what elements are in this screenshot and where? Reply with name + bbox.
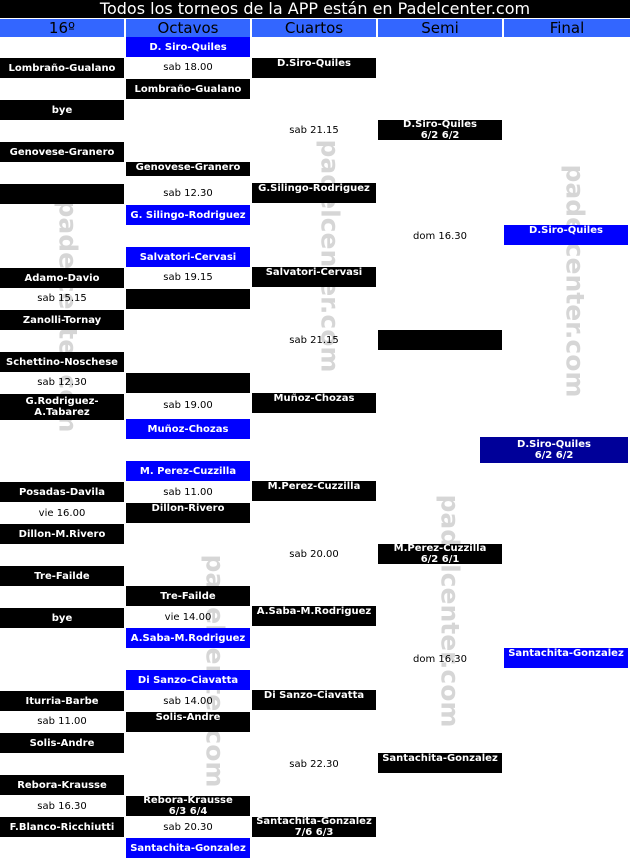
octavos-match-time: sab 20.30 bbox=[163, 822, 213, 833]
semi-team: D.Siro-Quiles 6/2 6/2 bbox=[378, 119, 502, 141]
cuartos-team: Salvatori-Cervasi bbox=[252, 267, 376, 287]
champion-cell: D.Siro-Quiles 6/2 6/2 bbox=[480, 437, 628, 463]
r16-team: G.Rodriguez- A.Tabarez bbox=[0, 394, 124, 420]
cuartos-team: Di Sanzo-Ciavatta bbox=[252, 690, 376, 710]
r16-team: F.Blanco-Ricchiutti bbox=[0, 817, 124, 837]
octavos-team: Tre-Failde bbox=[126, 586, 250, 606]
semi-match-time: dom 16.30 bbox=[412, 231, 467, 242]
r16-team bbox=[0, 184, 124, 204]
semi-team: Santachita-Gonzalez bbox=[378, 753, 502, 773]
r16-team: Schettino-Noschese bbox=[0, 352, 124, 372]
octavos-team: M. Perez-Cuzzilla bbox=[126, 461, 250, 481]
r16-match-time: sab 16.30 bbox=[37, 801, 87, 812]
r16-team: bye bbox=[0, 100, 124, 120]
semi-score: 6/2 6/2 bbox=[420, 130, 460, 141]
octavos-match-time: vie 14.00 bbox=[164, 612, 212, 623]
octavos-team: Lombraño-Gualano bbox=[126, 79, 250, 99]
r16-team: Iturria-Barbe bbox=[0, 691, 124, 711]
column-header-semi: Semi bbox=[378, 19, 502, 37]
r16-team: Lombraño-Gualano bbox=[0, 58, 124, 78]
octavos-team: Di Sanzo-Ciavatta bbox=[126, 670, 250, 690]
octavos-team: Solis-Andre bbox=[126, 712, 250, 732]
r16-team: Rebora-Krausse bbox=[0, 775, 124, 795]
semi-team-name: D.Siro-Quiles bbox=[403, 119, 477, 130]
semi-team: M.Perez-Cuzzilla 6/2 6/1 bbox=[378, 543, 502, 565]
octavos-match-time: sab 11.00 bbox=[163, 487, 213, 498]
r16-team: Posadas-Davila bbox=[0, 482, 124, 502]
r16-team: Tre-Failde bbox=[0, 566, 124, 586]
cuartos-match-time: sab 22.30 bbox=[289, 759, 339, 770]
octavos-team: G. Silingo-Rodriguez bbox=[126, 205, 250, 225]
watermark-4: padelcenter.com bbox=[435, 494, 465, 728]
cuartos-team: M.Perez-Cuzzilla bbox=[252, 481, 376, 501]
r16-team: bye bbox=[0, 608, 124, 628]
octavos-team bbox=[126, 289, 250, 309]
column-header-cuartos: Cuartos bbox=[252, 19, 376, 37]
r16-team: Dillon-M.Rivero bbox=[0, 524, 124, 544]
semi-team-name: M.Perez-Cuzzilla bbox=[393, 543, 487, 554]
r16-match-time: vie 16.00 bbox=[38, 508, 86, 519]
octavos-match-time: sab 12.30 bbox=[163, 188, 213, 199]
column-header-16: 16º bbox=[0, 19, 124, 37]
octavos-team bbox=[126, 373, 250, 393]
octavos-score: 6/3 6/4 bbox=[168, 806, 208, 817]
r16-match-time: sab 15.15 bbox=[37, 293, 87, 304]
r16-team: Solis-Andre bbox=[0, 733, 124, 753]
cuartos-team-name: Santachita-Gonzalez bbox=[256, 816, 372, 827]
cuartos-match-time: sab 21.15 bbox=[289, 125, 339, 136]
octavos-team: Dillon-Rivero bbox=[126, 503, 250, 523]
watermark-5: padelcenter.com bbox=[560, 164, 590, 398]
cuartos-team: G.Silingo-Rodriguez bbox=[252, 183, 376, 203]
semi-score: 6/2 6/1 bbox=[420, 554, 460, 565]
octavos-team: Muñoz-Chozas bbox=[126, 419, 250, 439]
octavos-match-time: sab 14.00 bbox=[163, 696, 213, 707]
octavos-match-time: sab 18.00 bbox=[163, 62, 213, 73]
cuartos-team: A.Saba-M.Rodriguez bbox=[252, 606, 376, 626]
octavos-team: Genovese-Granero bbox=[126, 162, 250, 176]
column-header-final: Final bbox=[504, 19, 630, 37]
final-team: D.Siro-Quiles bbox=[504, 225, 628, 245]
cuartos-team: Muñoz-Chozas bbox=[252, 393, 376, 413]
final-team: Santachita-Gonzalez bbox=[504, 648, 628, 668]
cuartos-match-time: sab 20.00 bbox=[289, 549, 339, 560]
r16-match-time: sab 12.30 bbox=[37, 377, 87, 388]
octavos-team: Rebora-Krausse 6/3 6/4 bbox=[126, 795, 250, 817]
semi-match-time: dom 16.30 bbox=[412, 654, 467, 665]
r16-team: Genovese-Granero bbox=[0, 142, 124, 162]
octavos-team: Santachita-Gonzalez bbox=[126, 838, 250, 858]
cuartos-match-time: sab 21.15 bbox=[289, 335, 339, 346]
semi-team bbox=[378, 330, 502, 350]
octavos-team: Salvatori-Cervasi bbox=[126, 247, 250, 267]
cuartos-team: Santachita-Gonzalez 7/6 6/3 bbox=[252, 816, 376, 838]
champion-score: 6/2 6/2 bbox=[534, 450, 574, 461]
octavos-match-time: sab 19.00 bbox=[163, 400, 213, 411]
r16-team: Zanolli-Tornay bbox=[0, 310, 124, 330]
column-header-octavos: Octavos bbox=[126, 19, 250, 37]
cuartos-score: 7/6 6/3 bbox=[294, 827, 334, 838]
r16-match-time: sab 11.00 bbox=[37, 716, 87, 727]
page-title: Todos los torneos de la APP están en Pad… bbox=[0, 0, 630, 18]
octavos-team-name: Rebora-Krausse bbox=[143, 795, 233, 806]
octavos-team: A.Saba-M.Rodriguez bbox=[126, 628, 250, 648]
octavos-team: D. Siro-Quiles bbox=[126, 37, 250, 57]
cuartos-team: D.Siro-Quiles bbox=[252, 58, 376, 78]
octavos-match-time: sab 19.15 bbox=[163, 272, 213, 283]
champion-name: D.Siro-Quiles bbox=[517, 439, 591, 450]
r16-team: Adamo-Davio bbox=[0, 268, 124, 288]
